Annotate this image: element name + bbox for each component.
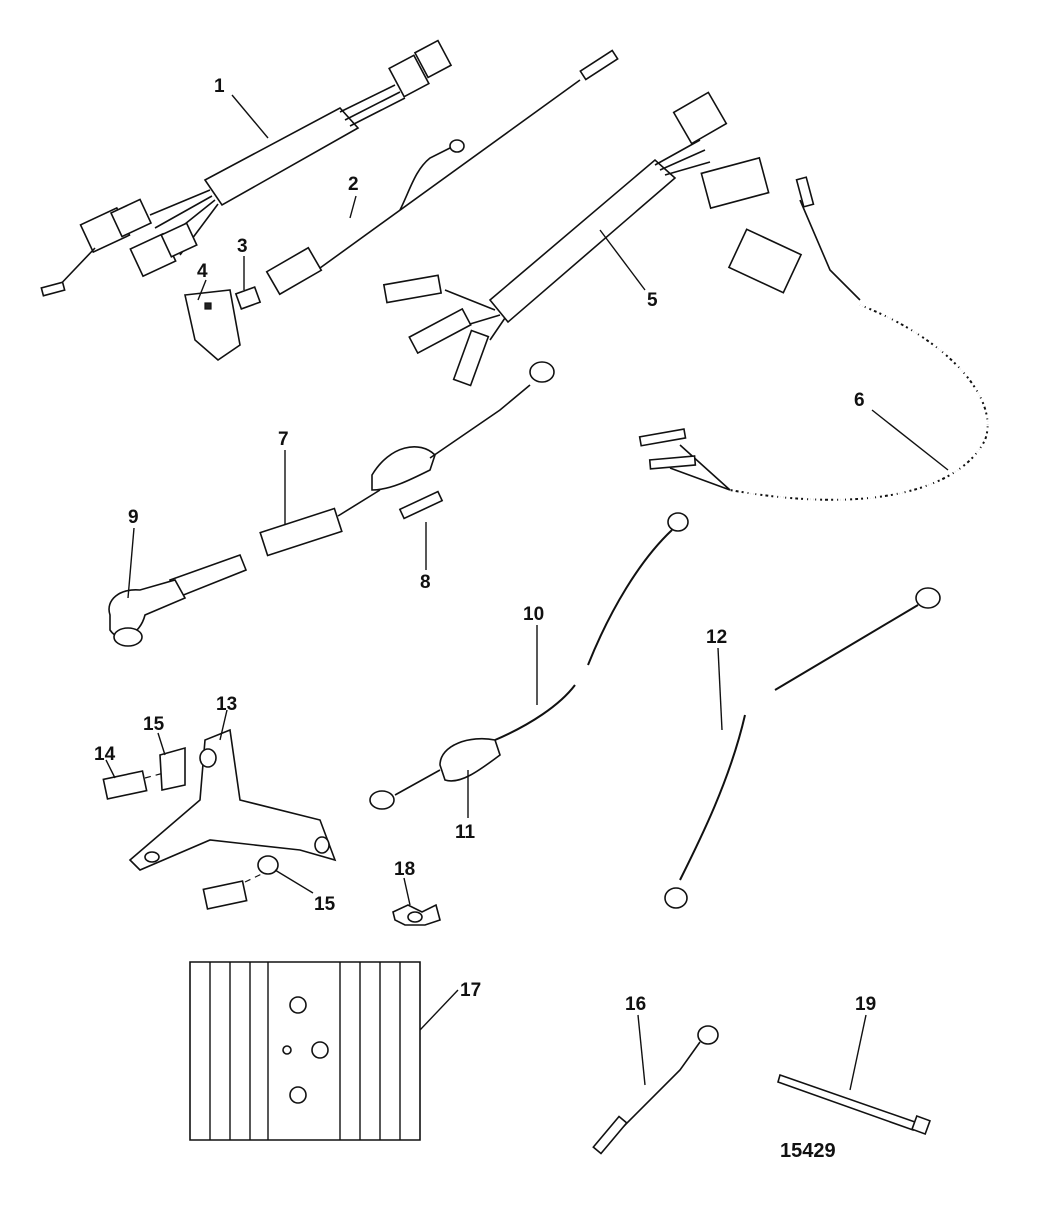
part-8-splice [398, 490, 444, 520]
callout-15a: 15 [143, 714, 165, 735]
callout-12: 12 [706, 627, 727, 648]
callout-8: 8 [420, 572, 431, 593]
callout-2: 2 [348, 174, 359, 195]
part-10-11-cable [369, 512, 689, 810]
part-2-lead [265, 49, 619, 296]
part-18-wing-nut [392, 903, 441, 926]
callout-4: 4 [197, 261, 208, 282]
figure-number: 15429 [780, 1140, 836, 1162]
callout-3: 3 [237, 236, 248, 257]
callout-5: 5 [647, 290, 658, 311]
callout-10: 10 [523, 604, 544, 625]
part-1-harness [40, 39, 453, 297]
callout-13: 13 [216, 694, 237, 715]
callout-1: 1 [214, 76, 225, 97]
part-3-fuse [234, 286, 262, 310]
part-16-lead [592, 1025, 719, 1155]
part-12-cable [664, 587, 941, 909]
part-13-bracket [128, 728, 337, 871]
callout-15b: 15 [314, 894, 336, 915]
callout-11: 11 [455, 822, 476, 843]
callout-7: 7 [278, 429, 289, 450]
callout-18: 18 [394, 859, 415, 880]
part-6-harness [638, 176, 992, 504]
part-19-cable-tie [777, 1073, 931, 1135]
callout-14: 14 [94, 744, 116, 765]
part-17-rectifier [189, 961, 421, 1141]
part-14-15-hardware [102, 746, 279, 910]
callout-19: 19 [855, 994, 876, 1015]
callout-16: 16 [625, 994, 646, 1015]
callout-17: 17 [460, 980, 481, 1001]
part-7-9-cable [108, 361, 555, 647]
part-5-harness [382, 91, 770, 387]
callout-labels: 1 2 3 4 5 6 7 8 9 10 11 12 13 14 15 15 1… [94, 76, 876, 1162]
part-4-cover [184, 289, 241, 362]
callout-9: 9 [128, 507, 139, 528]
leader-lines [105, 94, 949, 1091]
callout-6: 6 [854, 390, 865, 411]
